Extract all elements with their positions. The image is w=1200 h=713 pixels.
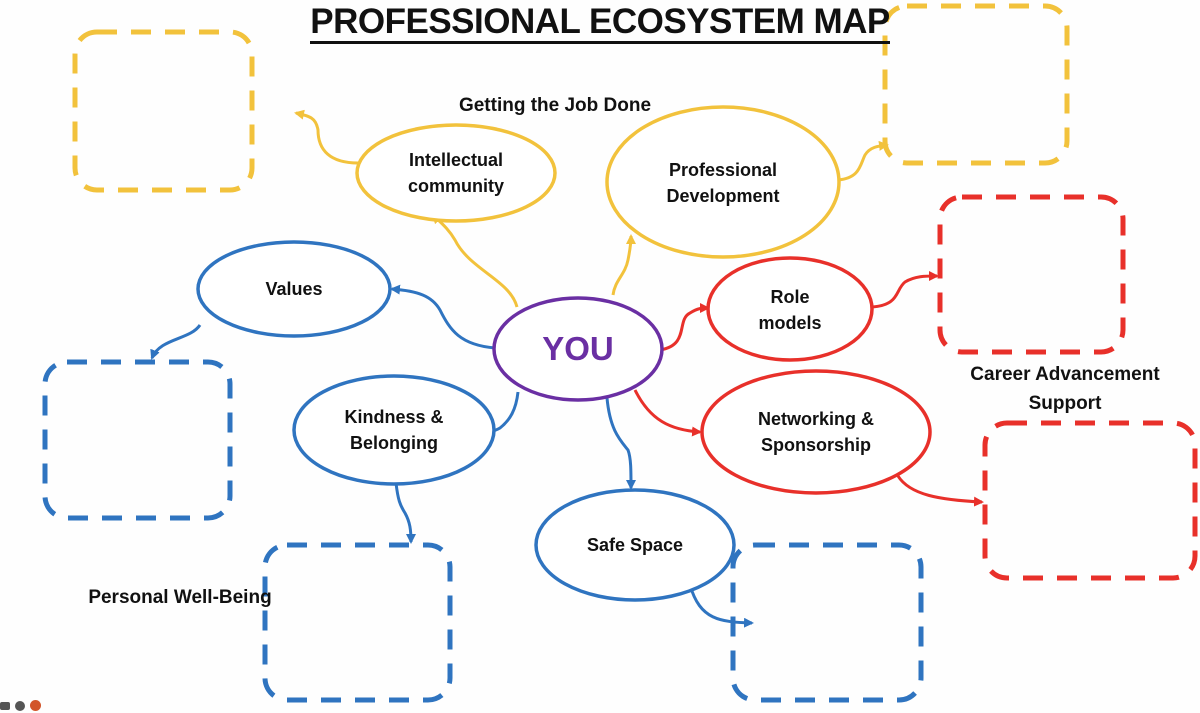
you-label: YOU	[542, 330, 614, 367]
label-line: Intellectual	[408, 150, 504, 170]
connector-safe-space-to-box	[688, 584, 754, 628]
blue-box-left	[42, 359, 233, 521]
blue-box-bottom-left	[262, 542, 453, 703]
values-label: Values	[198, 275, 390, 303]
node-safe-space	[534, 488, 736, 602]
label-line: models	[758, 313, 822, 333]
red-box-upper-right	[937, 194, 1126, 355]
page-title: PROFESSIONAL ECOSYSTEM MAP	[0, 2, 1200, 44]
label-line: community	[407, 176, 504, 196]
user-avatar-icon[interactable]	[30, 700, 41, 711]
node-kindness-belonging	[292, 374, 496, 486]
networking-sponsorship-label: Networking & Sponsorship	[702, 404, 930, 460]
node-values	[196, 240, 392, 338]
connector-you-to-professional	[611, 234, 636, 296]
title-text: PROFESSIONAL ECOSYSTEM MAP	[310, 2, 890, 44]
label-line: Role	[770, 287, 810, 307]
connector-intellectual-to-box	[294, 109, 359, 165]
connector-role-models-to-box	[871, 271, 939, 309]
connector-networking-to-box	[896, 475, 984, 507]
red-box-lower-right	[982, 420, 1198, 581]
intellectual-community-label: Intellectual community	[357, 145, 555, 201]
professional-development-label: Professional Development	[607, 155, 839, 211]
node-you	[492, 296, 664, 402]
connector-you-to-values	[390, 284, 496, 350]
connector-you-to-networking	[633, 389, 702, 437]
label-line: Sponsorship	[760, 435, 871, 455]
connector-kindness-to-box	[394, 482, 416, 544]
label-line: Kindness &	[344, 407, 444, 427]
label-line: Development	[666, 186, 780, 206]
blue-box-bottom-right	[730, 542, 924, 703]
group-label-getting-job-done: Getting the Job Done	[458, 95, 652, 116]
connector-you-to-role-models	[659, 303, 710, 352]
connector-professional-to-box	[837, 140, 889, 182]
group-label-personal-well-being: Personal Well-Being	[88, 587, 272, 608]
label-line: Safe Space	[586, 535, 684, 555]
kindness-belonging-label: Kindness & Belonging	[294, 402, 494, 458]
node-role-models	[706, 256, 874, 362]
label-line: Networking &	[757, 409, 874, 429]
label-line: Belonging	[350, 433, 438, 453]
connector-values-to-box	[150, 324, 202, 360]
yellow-box-top-left	[72, 29, 255, 193]
captions-icon[interactable]	[0, 701, 10, 710]
label-line: Values	[265, 279, 323, 299]
label-line: Career Advancement	[970, 364, 1160, 385]
connector-you-to-safe-space	[605, 397, 636, 490]
more-options-icon[interactable]	[15, 700, 25, 711]
yellow-box-top-right	[882, 3, 1070, 166]
node-intellectual-community	[355, 123, 557, 223]
connector-you-to-intellectual	[431, 213, 519, 308]
node-professional-development	[605, 105, 841, 259]
group-label-career-advancement: Career Advancement Support	[940, 360, 1190, 418]
label-line: Support	[1028, 393, 1102, 414]
player-controls-tray	[0, 698, 41, 713]
node-networking-sponsorship	[700, 369, 932, 495]
safe-space-label: Safe Space	[536, 531, 734, 559]
label-line: Professional	[668, 160, 778, 180]
role-models-label: Role models	[708, 282, 872, 338]
